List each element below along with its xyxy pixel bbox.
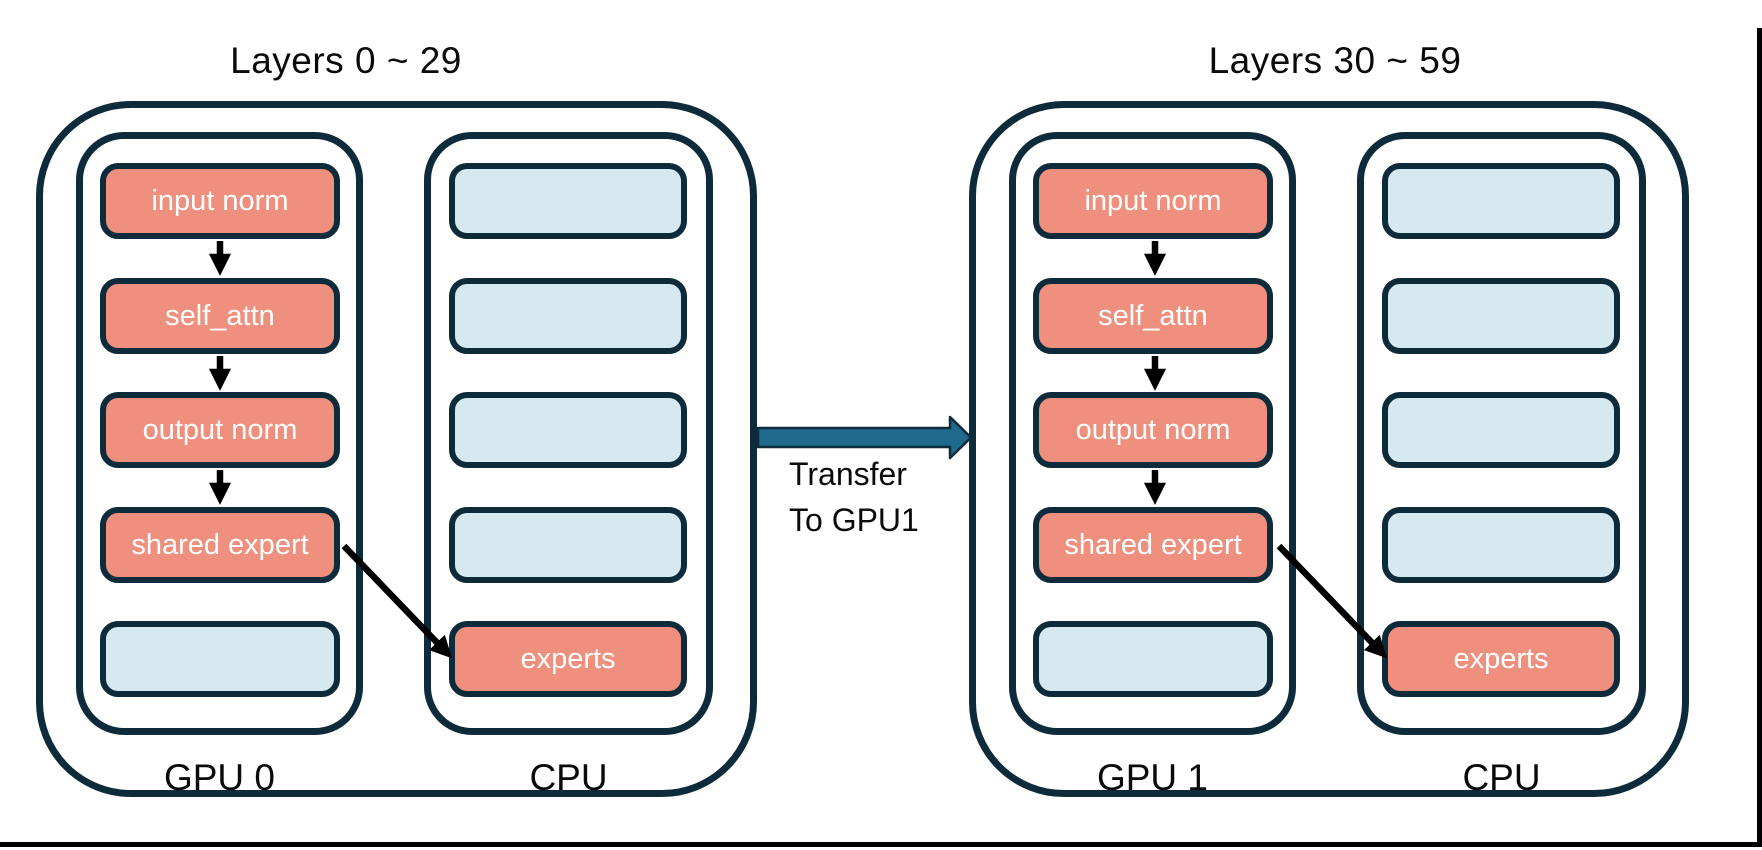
cpu-right-box-experts: experts bbox=[1382, 621, 1620, 697]
cpu-left-box-empty-3 bbox=[449, 392, 687, 468]
transfer-label: Transfer To GPU1 bbox=[789, 451, 919, 544]
gpu0-box-self-attn: self_attn bbox=[100, 278, 340, 354]
cpu-left-box-empty-1 bbox=[449, 163, 687, 239]
cpu-left-box-experts: experts bbox=[449, 621, 687, 697]
layer-group-right: input norm self_attn output norm shared … bbox=[969, 101, 1689, 798]
gpu1-box-shared-expert: shared expert bbox=[1033, 507, 1273, 583]
gpu1-box-output-norm: output norm bbox=[1033, 392, 1273, 468]
cpu-left-box-empty-4 bbox=[449, 507, 687, 583]
cpu-right-box-empty-4 bbox=[1382, 507, 1620, 583]
cpu-left-box-empty-2 bbox=[449, 278, 687, 354]
group-title-left: Layers 0 ~ 29 bbox=[230, 40, 462, 81]
cpu-column-right: experts bbox=[1357, 132, 1646, 735]
gpu1-label: GPU 1 bbox=[1096, 757, 1209, 798]
gpu1-box-input-norm: input norm bbox=[1033, 163, 1273, 239]
screenshot-right-edge-line bbox=[1757, 28, 1762, 847]
transfer-label-line1: Transfer bbox=[789, 456, 907, 492]
gpu0-label: GPU 0 bbox=[163, 757, 276, 798]
cpu-right-box-empty-1 bbox=[1382, 163, 1620, 239]
gpu1-box-empty bbox=[1033, 621, 1273, 697]
cpu-column-left: experts bbox=[424, 132, 713, 735]
layer-group-left: input norm self_attn output norm shared … bbox=[36, 101, 757, 798]
gpu1-column: input norm self_attn output norm shared … bbox=[1009, 132, 1296, 735]
gpu0-column: input norm self_attn output norm shared … bbox=[76, 132, 363, 735]
cpu-label-left: CPU bbox=[529, 757, 608, 798]
screenshot-bottom-edge-line bbox=[0, 842, 1762, 847]
gpu0-box-shared-expert: shared expert bbox=[100, 507, 340, 583]
gpu0-box-output-norm: output norm bbox=[100, 392, 340, 468]
transfer-label-line2: To GPU1 bbox=[789, 502, 919, 539]
cpu-label-right: CPU bbox=[1462, 757, 1541, 798]
group-title-right: Layers 30 ~ 59 bbox=[1208, 40, 1462, 81]
gpu0-box-input-norm: input norm bbox=[100, 163, 340, 239]
cpu-right-box-empty-3 bbox=[1382, 392, 1620, 468]
gpu0-box-empty bbox=[100, 621, 340, 697]
gpu1-box-self-attn: self_attn bbox=[1033, 278, 1273, 354]
cpu-right-box-empty-2 bbox=[1382, 278, 1620, 354]
